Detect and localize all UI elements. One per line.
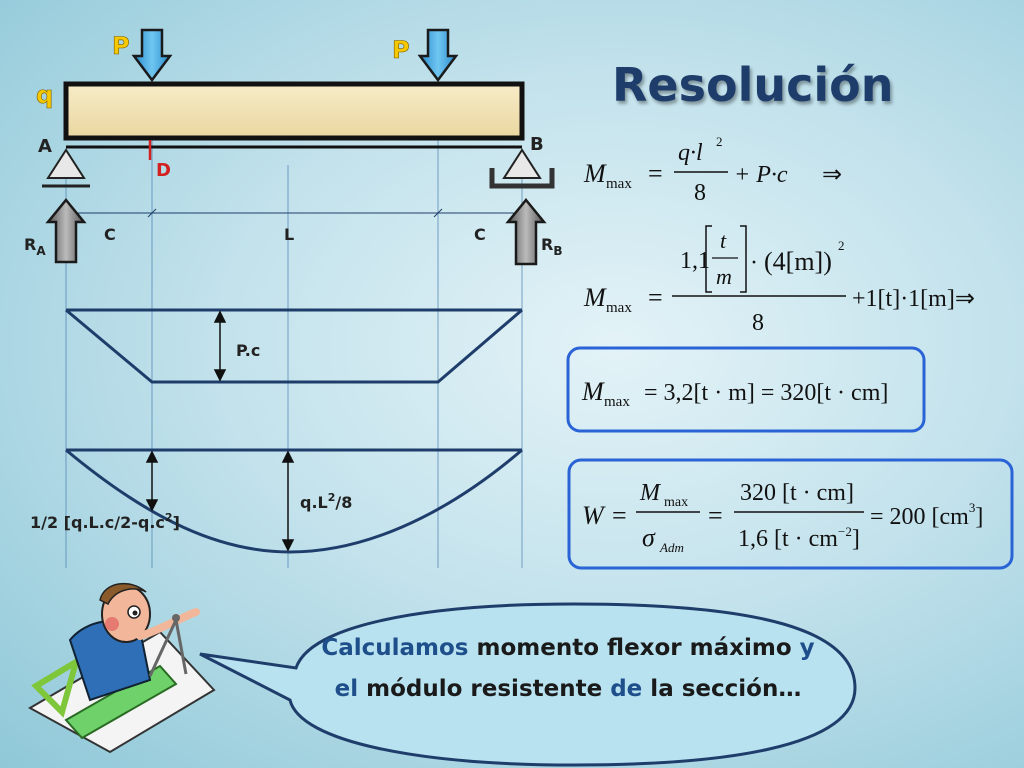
distributed-load-label: q xyxy=(36,81,53,109)
p-c-dimension-arrow xyxy=(213,310,227,382)
moment-q-label: q.L2/8 xyxy=(300,491,352,512)
span-l-label: L xyxy=(284,225,294,244)
reaction-arrow-a xyxy=(45,198,87,264)
moment-d-label: 1/2 [q.L.c/2-q.c2] xyxy=(30,511,180,532)
beam xyxy=(63,81,525,141)
speech-bubble xyxy=(199,602,857,767)
moment-diagram-distributed-load: q.L2/8 1/2 [q.L.c/2-q.c2] xyxy=(30,448,523,554)
equation-section-modulus-box: W = M max σ Adm = 320 [t · cm] 1,6 [t · … xyxy=(567,458,1014,570)
svg-text:⇒: ⇒ xyxy=(822,162,842,188)
svg-text:= 200 [cm3]: = 200 [cm3] xyxy=(870,500,983,530)
svg-text:=: = xyxy=(648,159,663,188)
beam-diagram: P P q A B D C L C RA RB xyxy=(24,28,562,568)
d-dimension-arrow xyxy=(145,450,159,512)
svg-text:=: = xyxy=(648,283,663,312)
svg-text:=: = xyxy=(708,501,723,530)
svg-text:max: max xyxy=(606,300,632,316)
svg-text:M: M xyxy=(583,159,607,188)
svg-text:max: max xyxy=(604,394,630,410)
ql2-dimension-arrow xyxy=(281,450,295,552)
svg-text:2: 2 xyxy=(838,238,845,253)
dimension-ticks xyxy=(147,208,443,218)
svg-text:(4[m]): (4[m]) xyxy=(764,247,832,276)
svg-text:+1[t]·1[m]⇒: +1[t]·1[m]⇒ xyxy=(852,286,975,312)
load-arrow-right xyxy=(417,28,459,83)
load-arrow-left xyxy=(131,28,173,83)
svg-text:1,6 [t · cm−2]: 1,6 [t · cm−2] xyxy=(738,524,860,552)
reaction-arrow-b xyxy=(505,198,547,266)
svg-text:M: M xyxy=(581,377,605,406)
support-b xyxy=(489,148,555,189)
svg-text:320 [t · cm]: 320 [t · cm] xyxy=(740,480,854,506)
svg-text:+ P·c: + P·c xyxy=(734,162,788,188)
svg-text:2: 2 xyxy=(716,134,723,149)
svg-text:M: M xyxy=(583,283,607,312)
span-c-right-label: C xyxy=(474,225,486,244)
svg-text:8: 8 xyxy=(694,180,706,206)
load-label-right: P xyxy=(392,36,410,64)
svg-text:=: = xyxy=(612,501,627,530)
moment-p-label: P.c xyxy=(236,341,260,360)
equation-mmax-substitution: M max = 1,1 t m · (4[m]) 2 8 +1[t]·1[m]⇒ xyxy=(583,225,975,336)
svg-text:8: 8 xyxy=(752,310,764,336)
load-label-left: P xyxy=(112,32,130,60)
svg-text:= 3,2[t · m] = 320[t · cm]: = 3,2[t · m] = 320[t · cm] xyxy=(644,380,888,406)
equation-mmax-result-box: M max = 3,2[t · m] = 320[t · cm] xyxy=(566,346,926,433)
speech-bubble-text: Calculamos momento flexor máximo y el mó… xyxy=(321,635,815,702)
svg-text:M: M xyxy=(639,480,662,506)
slide-title: Resolución xyxy=(612,58,894,112)
support-b-label: B xyxy=(530,134,544,155)
svg-text:σ: σ xyxy=(642,523,656,552)
svg-text:t: t xyxy=(720,228,727,253)
equation-mmax-formula: M max = q·l 2 8 + P·c ⇒ xyxy=(583,134,842,206)
svg-text:W: W xyxy=(582,501,606,530)
svg-text:1,1: 1,1 xyxy=(680,248,710,274)
svg-text:·: · xyxy=(750,250,758,276)
svg-text:max: max xyxy=(606,176,632,192)
reaction-a-label: RA xyxy=(24,235,46,258)
svg-text:m: m xyxy=(716,264,732,289)
support-a-label: A xyxy=(38,136,52,157)
engineer-illustration xyxy=(27,582,216,754)
reaction-b-label: RB xyxy=(541,235,562,258)
moment-diagram-point-loads: P.c xyxy=(65,308,523,384)
point-d-label: D xyxy=(156,160,171,181)
svg-text:q·l: q·l xyxy=(678,140,703,166)
svg-text:max: max xyxy=(664,495,688,510)
span-c-left-label: C xyxy=(104,225,116,244)
svg-text:Adm: Adm xyxy=(659,540,684,555)
support-a xyxy=(42,148,90,188)
guide-lines xyxy=(65,90,523,568)
